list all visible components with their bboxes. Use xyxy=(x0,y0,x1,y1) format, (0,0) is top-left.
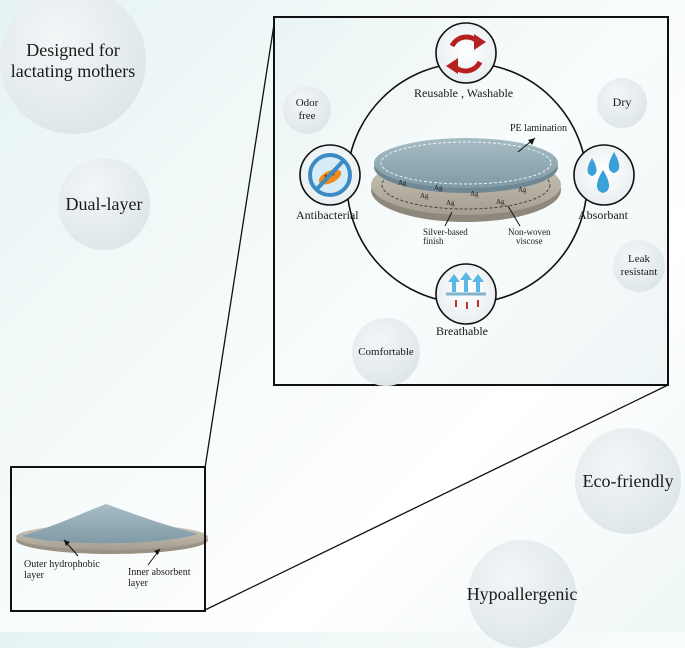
label-silver-based-finish: Silver-based finish xyxy=(423,227,468,247)
bubble-eco-friendly: Eco-friendly xyxy=(575,428,681,534)
inset-pad xyxy=(16,504,208,566)
bubble-dry: Dry xyxy=(597,78,647,128)
feature-diagram xyxy=(16,22,635,566)
ag-ion: Ag xyxy=(446,199,455,207)
absorbant-feature xyxy=(573,144,635,206)
bubble-designed-for-lactating-mothers: Designed for lactating mothers xyxy=(0,0,146,134)
zoom-lines xyxy=(204,17,669,611)
label-antibacterial: Antibacterial xyxy=(296,208,359,222)
bubble-hypoallergenic: Hypoallergenic xyxy=(467,540,577,648)
label-breathable: Breathable xyxy=(436,324,488,338)
bubble-leak-resistant: Leak resistant xyxy=(613,240,665,292)
label-pe-lamination: PE lamination xyxy=(510,123,567,134)
ag-ion: Ag xyxy=(420,192,429,200)
label-non-woven-viscose: Non-woven viscose xyxy=(508,227,551,247)
ag-ion: Ag xyxy=(434,184,443,192)
ag-ion: Ag xyxy=(398,179,407,187)
ag-ion: Ag xyxy=(470,190,479,198)
label-outer-hydrophobic-layer: Outer hydrophobic layer xyxy=(24,559,100,581)
bubble-odor-free: Odor free xyxy=(283,86,331,134)
bubble-dual-layer: Dual-layer xyxy=(58,158,150,250)
breathable-feature xyxy=(435,263,497,325)
pad-top-layer xyxy=(374,138,558,193)
ag-ion: Ag xyxy=(496,198,505,206)
inset-frame xyxy=(10,466,206,612)
ag-ion: Ag xyxy=(518,186,527,194)
label-absorbant: Absorbant xyxy=(578,208,628,222)
label-reusable-washable: Reusable , Washable xyxy=(414,86,514,100)
reusable-feature xyxy=(435,22,497,84)
label-inner-absorbent-layer: Inner absorbent layer xyxy=(128,567,191,589)
bubble-comfortable: Comfortable xyxy=(352,318,420,386)
antibacterial-feature xyxy=(299,144,361,206)
